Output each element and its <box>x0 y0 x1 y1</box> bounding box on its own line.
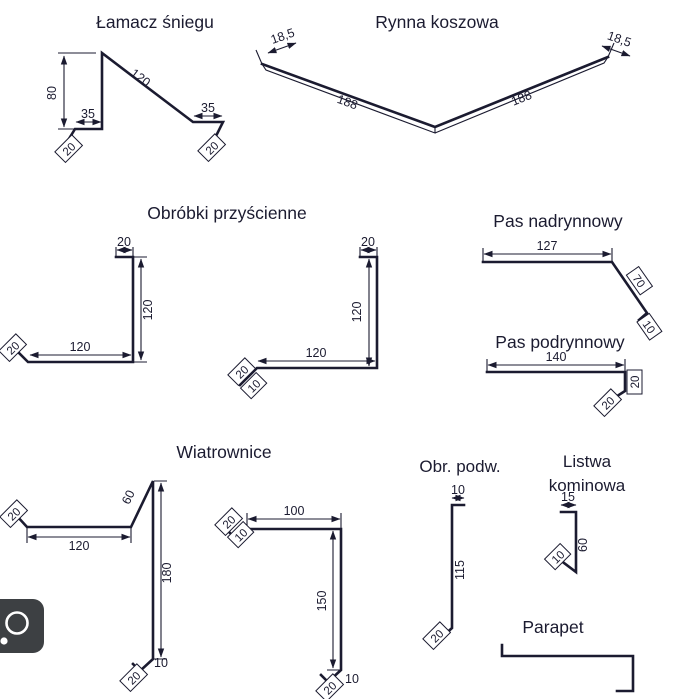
wiatrownice-title: Wiatrownice <box>176 442 271 462</box>
listwa-kominowa-title-line2: kominowa <box>549 476 626 495</box>
lamacz-sniegu-title: Łamacz śniegu <box>96 12 214 32</box>
dim-width-label: 127 <box>537 239 558 253</box>
listwa-kominowa-section: Listwa kominowa 15 60 10 <box>543 452 626 575</box>
extension-lines <box>26 480 167 660</box>
hem-dim-box: 20 <box>315 673 345 699</box>
hem-dim-box: 10 <box>636 312 663 341</box>
dim-line-lip-right <box>601 45 631 57</box>
dim-width-label: 140 <box>546 350 567 364</box>
pas-nadrynnowy-profile-outline <box>481 260 649 322</box>
extension-lines <box>246 513 342 671</box>
dim-slope-label: 120 <box>128 66 153 90</box>
dim-top1-label: 20 <box>117 235 131 249</box>
hem-dim-box: 70 <box>625 265 654 296</box>
parapet-section: Parapet <box>500 617 635 693</box>
extension-lines <box>359 247 378 257</box>
dim-slope-right-label: 188 <box>509 88 534 109</box>
dim-horizontal1-label: 120 <box>70 340 91 354</box>
hem-dim-box: 20 <box>626 369 643 395</box>
hem-dim-box: 20 <box>227 357 257 387</box>
hem-dim-box: 20 <box>119 663 149 693</box>
dim-vertical2-label: 120 <box>350 302 364 323</box>
pas-nadrynnowy-section: Pas nadrynnowy 127 70 10 <box>481 211 663 341</box>
dim-foot-left-label: 35 <box>81 107 95 121</box>
dim-lip-left-label: 18,5 <box>269 26 297 47</box>
dim-vertical-label: 115 <box>453 560 467 580</box>
parapet-title: Parapet <box>522 617 583 637</box>
lens-icon[interactable] <box>0 599 44 653</box>
dim-vertical-label: 60 <box>576 538 590 552</box>
extension-lines <box>58 52 96 130</box>
hem-dim-box: 20 <box>214 507 244 537</box>
hem-dim-box: 20 <box>197 133 227 163</box>
dim-hem-end2-label: 10 <box>345 672 359 686</box>
rynna-koszowa-title: Rynna koszowa <box>375 12 499 32</box>
wiatrownice-section: Wiatrownice 120 60 180 20 20 10 100 150 … <box>0 442 359 699</box>
extension-lines <box>482 248 613 261</box>
hem-dim-box: 10 <box>239 371 268 400</box>
pas-nadrynnowy-title: Pas nadrynnowy <box>493 211 623 231</box>
extension-lines <box>486 359 626 371</box>
dim-horizontal2-label: 100 <box>284 504 305 518</box>
extension-lines <box>115 247 147 363</box>
dim-line-lip-left <box>267 42 297 54</box>
obrobki-przyscienne-title: Obróbki przyścienne <box>147 203 307 223</box>
dim-horizontal2-label: 120 <box>306 346 327 360</box>
hem-dim-box: 20 <box>422 621 452 651</box>
hem-dim-box: 10 <box>543 542 572 571</box>
rynna-koszowa-section: Rynna koszowa 18,5 18,5 188 188 <box>255 12 634 134</box>
dim-vertical1-label: 180 <box>160 563 174 584</box>
pas-podrynnowy-section: Pas podrynnowy 140 20 20 <box>485 332 643 418</box>
hem-dim-box: 20 <box>54 134 84 164</box>
listwa-kominowa-title-line1: Listwa <box>563 452 612 471</box>
dim-slope1-label: 60 <box>119 488 138 507</box>
obr-podw-title: Obr. podw. <box>419 457 500 476</box>
hem-dim-box: 10 <box>226 520 255 549</box>
dim-top-label: 10 <box>451 483 465 497</box>
dim-vertical2-label: 150 <box>315 591 329 612</box>
dim-vertical1-label: 120 <box>141 300 155 321</box>
listwa-kominowa-profile-outline <box>559 510 578 575</box>
dim-top-label: 15 <box>561 490 575 504</box>
parapet-profile-outline <box>500 643 635 693</box>
obrobki-przyscienne-section: Obróbki przyścienne 20 120 120 20 20 120… <box>0 203 379 400</box>
lamacz-sniegu-section: Łamacz śniegu 80 35 35 120 20 20 <box>45 12 227 164</box>
rynna-koszowa-profile-outline <box>260 55 610 129</box>
dim-slope-left-label: 188 <box>335 92 359 112</box>
dim-horizontal1-label: 120 <box>69 539 90 553</box>
dim-lip-right-label: 18,5 <box>606 29 634 50</box>
rynna-koszowa-inner-line <box>255 42 615 134</box>
hem-dim-box: 20 <box>0 333 28 363</box>
lamacz-sniegu-profile-outline <box>65 50 226 144</box>
pas-podrynnowy-title: Pas podrynnowy <box>495 332 625 352</box>
dim-foot-right-label: 35 <box>201 101 215 115</box>
dim-hem-end1-label: 10 <box>154 656 168 670</box>
hem-dim-box: 20 <box>593 388 623 418</box>
dim-drop-label: 20 <box>630 376 642 389</box>
hem-dim-box: 20 <box>0 499 29 529</box>
dim-top2-label: 20 <box>361 235 375 249</box>
dim-height-label: 80 <box>45 86 59 100</box>
obr-podw-section: Obr. podw. 10 115 20 <box>419 457 501 651</box>
